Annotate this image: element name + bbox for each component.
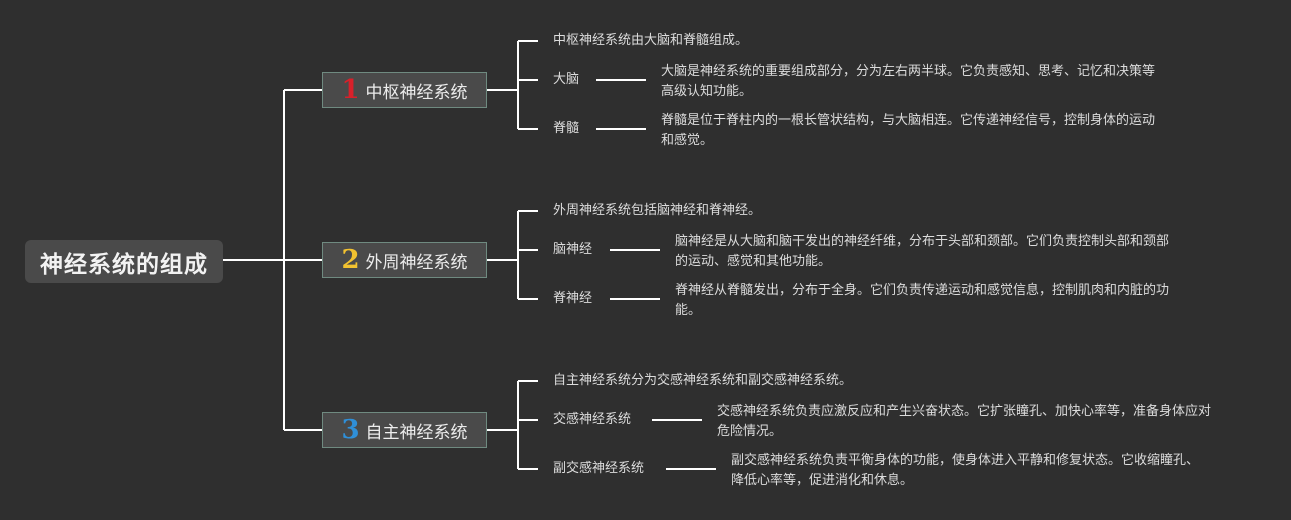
branch-number-3: 3	[341, 415, 360, 445]
branch-label-central: 中枢神经系统	[365, 82, 468, 103]
item-desc-parasympathetic: 副交感神经系统负责平衡身体的功能，使身体进入平静和修复状态。它收缩瞳孔、降低心率…	[731, 453, 1200, 488]
item-label-brain: 大脑	[553, 72, 580, 87]
item-desc-brain: 大脑是神经系统的重要组成部分，分为左右两半球。它负责感知、思考、记忆和决策等高级…	[661, 64, 1156, 99]
item-label-sympathetic: 交感神经系统	[553, 412, 632, 427]
item-label-spinal-cord: 脊髓	[553, 121, 580, 136]
item-desc-sympathetic: 交感神经系统负责应激反应和产生兴奋状态。它扩张瞳孔、加快心率等，准备身体应对危险…	[717, 404, 1212, 439]
branch-node-central[interactable]: 1 中枢神经系统	[322, 72, 487, 108]
branch-node-peripheral[interactable]: 2 外周神经系统	[322, 242, 487, 278]
branch-node-autonomic[interactable]: 3 自主神经系统	[322, 412, 487, 448]
summary-peripheral: 外周神经系统包括脑神经和脊神经。	[553, 203, 762, 218]
root-node[interactable]: 神经系统的组成	[25, 240, 223, 283]
root-label: 神经系统的组成	[40, 251, 208, 278]
branch-number-1: 1	[341, 75, 360, 105]
item-label-cranial-nerves: 脑神经	[553, 242, 593, 257]
item-label-spinal-nerves: 脊神经	[553, 291, 593, 306]
summary-autonomic: 自主神经系统分为交感神经系统和副交感神经系统。	[553, 373, 853, 388]
summary-central: 中枢神经系统由大脑和脊髓组成。	[553, 33, 749, 48]
item-label-parasympathetic: 副交感神经系统	[553, 461, 645, 476]
branch-label-peripheral: 外周神经系统	[365, 252, 468, 273]
branch-number-2: 2	[341, 245, 360, 275]
item-desc-spinal-nerves: 脊神经从脊髓发出，分布于全身。它们负责传递运动和感觉信息，控制肌肉和内脏的功能。	[675, 283, 1170, 318]
item-desc-spinal-cord: 脊髓是位于脊柱内的一根长管状结构，与大脑相连。它传递神经信号，控制身体的运动和感…	[661, 113, 1156, 148]
branch-label-autonomic: 自主神经系统	[365, 422, 468, 443]
item-desc-cranial-nerves: 脑神经是从大脑和脑干发出的神经纤维，分布于头部和颈部。它们负责控制头部和颈部的运…	[675, 234, 1170, 269]
